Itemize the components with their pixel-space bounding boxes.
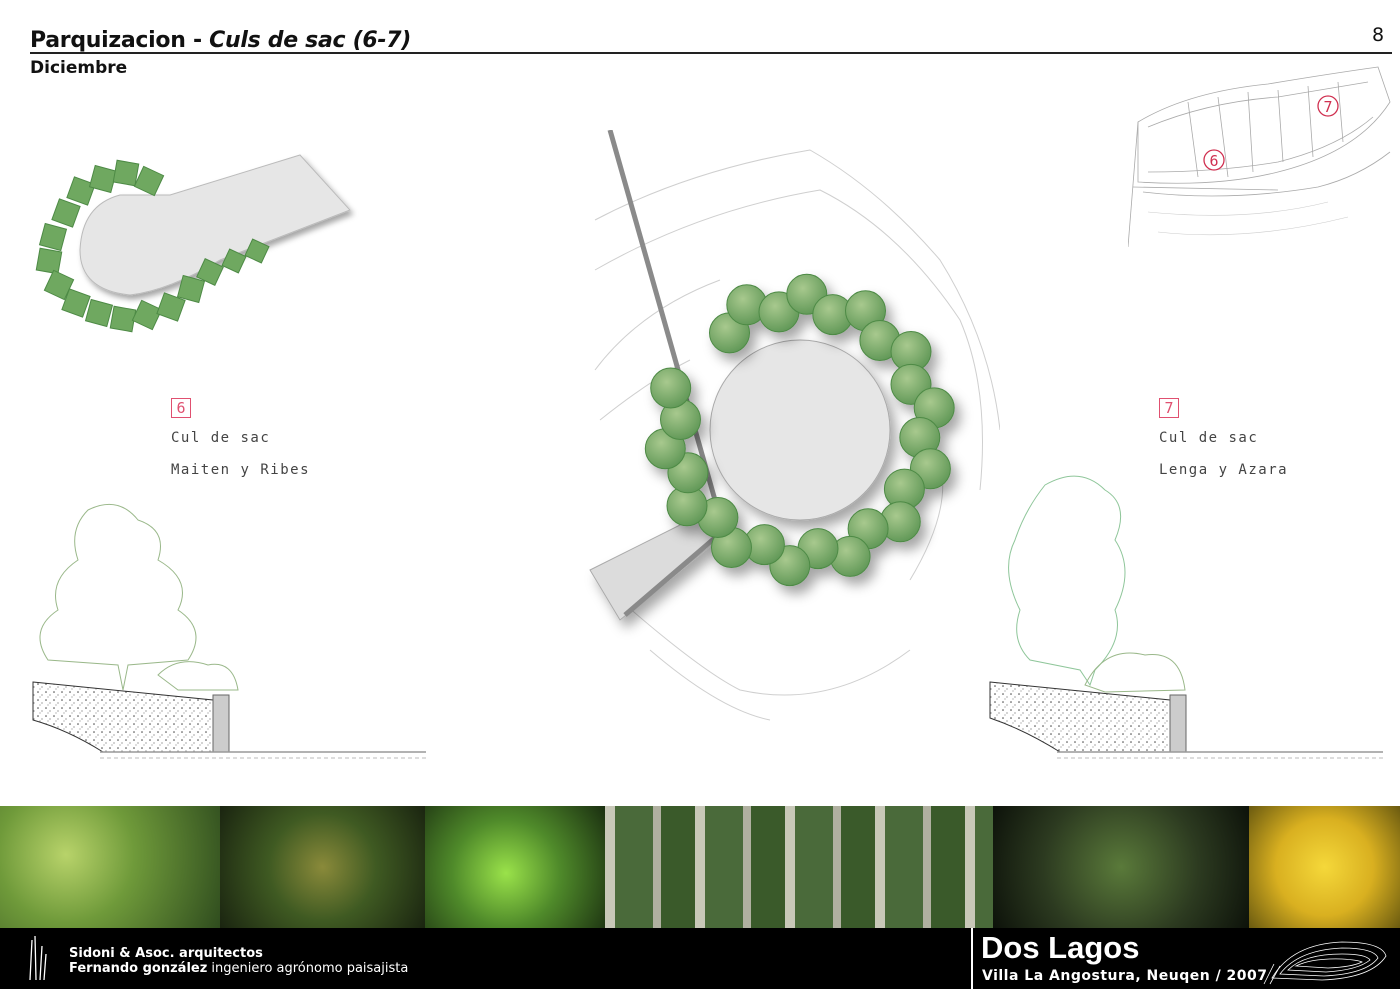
plan-cul-de-sac-central [589, 130, 1000, 721]
photo-azara-flowers [1249, 806, 1400, 928]
site-contour-logo-icon [1263, 941, 1387, 985]
page-number: 8 [1372, 24, 1385, 46]
footer-divider [971, 928, 973, 989]
agronomist-name: Fernando gonzález [69, 961, 208, 976]
tree-canopy [650, 367, 692, 409]
page-subtitle: Diciembre [30, 58, 128, 78]
title-main: Parquizacion - [30, 28, 210, 53]
agronomist-credit: Fernando gonzález ingeniero agrónomo pai… [69, 961, 408, 976]
photo-ribes-flowers [220, 806, 425, 928]
section-drawing-6 [32, 503, 426, 759]
firm-name: Sidoni & Asoc. arquitectos [69, 946, 263, 961]
section-drawing-7 [989, 475, 1383, 759]
plan-cul-de-sac-6-small [35, 154, 351, 333]
key-plan-marker-6: 6 [1209, 152, 1218, 170]
cul-de-sac-6-species: Maiten y Ribes [171, 462, 311, 478]
title-italic: Culs de sac (6-7) [209, 28, 411, 53]
photo-maiten-tree [0, 806, 220, 928]
cul-de-sac-6-label: Cul de sac [171, 430, 271, 446]
cul-de-sac-7-label: Cul de sac [1159, 430, 1259, 446]
project-name: Dos Lagos [981, 930, 1140, 965]
photo-ribes-leaf [425, 806, 605, 928]
footer-bar [0, 928, 1400, 989]
firm-logo-icon [29, 935, 47, 981]
cul-de-sac-6-marker: 6 [171, 398, 191, 418]
photo-azara-berries [993, 806, 1249, 928]
key-plan-map: 6 7 [1128, 66, 1391, 248]
species-photo-strip [0, 806, 1400, 928]
title-rule [30, 52, 1392, 54]
key-plan-marker-7: 7 [1323, 98, 1332, 116]
cul-de-sac-7-marker: 7 [1159, 398, 1179, 418]
project-location: Villa La Angostura, Neuqen / 2007 [982, 968, 1268, 984]
cul-de-sac-7-species: Lenga y Azara [1159, 462, 1289, 478]
agronomist-role: ingeniero agrónomo paisajista [207, 961, 409, 976]
photo-lenga-forest [605, 806, 993, 928]
page-title: Parquizacion - Culs de sac (6-7) [30, 28, 411, 53]
